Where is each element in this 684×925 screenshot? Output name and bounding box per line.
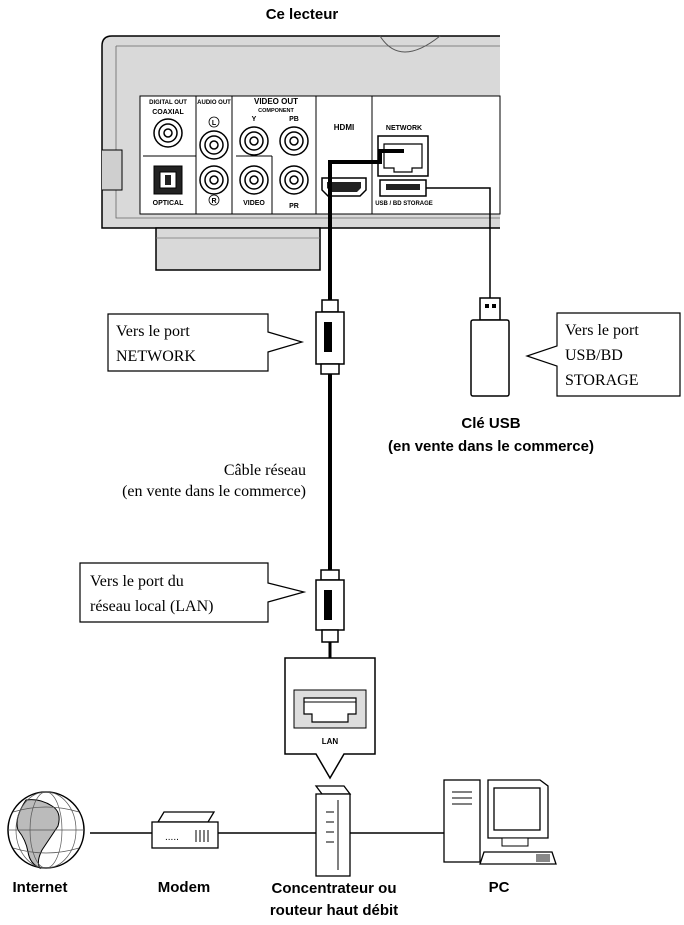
- audio-left-mark: L: [208, 116, 220, 128]
- svg-text:NETWORK: NETWORK: [116, 348, 196, 365]
- component-label: COMPONENT: [258, 108, 294, 114]
- network-plug-upper: [315, 299, 345, 375]
- svg-text:L: L: [212, 120, 217, 127]
- globe-icon: [7, 791, 85, 870]
- callout-network-port: Vers le port NETWORK: [107, 313, 305, 372]
- component-pb-label: PB: [289, 116, 299, 123]
- component-y-label: Y: [252, 116, 257, 123]
- audio-right-mark: R: [208, 194, 220, 206]
- hdmi-jack: [321, 177, 367, 197]
- hdmi-label: HDMI: [334, 123, 354, 132]
- modem-label: Modem: [158, 879, 211, 896]
- router-label-line2: routeur haut débit: [270, 902, 398, 919]
- optical-label: OPTICAL: [153, 200, 184, 207]
- coaxial-label: COAXIAL: [152, 109, 184, 116]
- network-cable: [328, 149, 404, 302]
- cable-name: Câble réseau: [224, 462, 306, 479]
- video-label: VIDEO: [243, 200, 265, 207]
- modem-icon: .....: [151, 811, 219, 849]
- usb-key: [470, 297, 510, 397]
- callout-lan-port: Vers le port du réseau local (LAN): [79, 562, 307, 623]
- player-title: Ce lecteur: [266, 6, 339, 23]
- pc-icon: [443, 779, 557, 865]
- svg-text:Vers le port: Vers le port: [565, 322, 639, 339]
- digital-out-label: DIGITAL OUT: [149, 100, 187, 106]
- svg-text:réseau local (LAN): réseau local (LAN): [90, 598, 214, 615]
- usb-jack: [379, 179, 427, 197]
- network-plug-lower: [315, 569, 345, 643]
- network-jack: [377, 135, 429, 177]
- cable-note: (en vente dans le commerce): [122, 483, 306, 500]
- svg-text:Vers le port du: Vers le port du: [90, 573, 184, 590]
- router-label-line1: Concentrateur ou: [271, 880, 396, 897]
- optical-jack: [153, 165, 183, 195]
- lan-label: LAN: [322, 737, 339, 746]
- usb-key-note: (en vente dans le commerce): [388, 438, 594, 455]
- audio-out-label: AUDIO OUT: [197, 100, 231, 106]
- rca-jacks: [153, 118, 309, 195]
- callout-usb-port: Vers le port USB/BD STORAGE: [525, 312, 681, 397]
- svg-text:Vers le port: Vers le port: [116, 323, 190, 340]
- component-pr-label: PR: [289, 203, 299, 210]
- lan-port-box: [284, 657, 376, 780]
- usb-key-name: Clé USB: [461, 415, 520, 432]
- router-icon: [314, 785, 352, 877]
- svg-text:R: R: [211, 198, 216, 205]
- svg-text:.....: .....: [165, 832, 179, 843]
- network-label: NETWORK: [386, 125, 422, 132]
- svg-text:STORAGE: STORAGE: [565, 372, 639, 389]
- usb-cable: [426, 187, 491, 298]
- usb-storage-label: USB / BD STORAGE: [375, 201, 433, 207]
- internet-label: Internet: [12, 879, 67, 896]
- svg-text:USB/BD: USB/BD: [565, 347, 623, 364]
- video-out-label: VIDEO OUT: [254, 97, 298, 106]
- pc-label: PC: [489, 879, 510, 896]
